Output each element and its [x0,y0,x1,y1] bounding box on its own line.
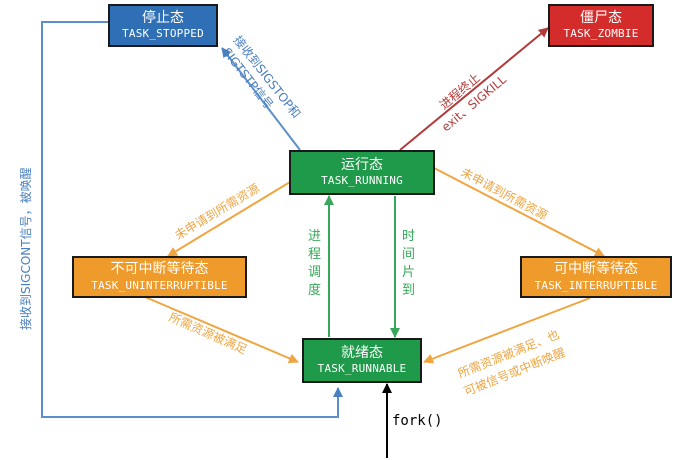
edge-stopped-to-runnable [41,21,343,418]
label-wait-right: 未申请到所需资源 [459,165,550,222]
state-running-cn: 运行态 [341,156,383,173]
edge-interruptible-to-runnable [423,297,591,364]
edge-running-to-uninterruptible [167,181,291,257]
state-interruptible-en: TASK_INTERRUPTIBLE [534,278,658,292]
edge-uninterruptible-to-runnable [144,296,299,364]
state-stopped: 停止态 TASK_STOPPED [108,4,218,47]
state-uninterruptible-cn: 不可中断等待态 [110,261,209,278]
state-running-en: TASK_RUNNING [321,174,403,188]
timeslice-label-text: 时间片到 [402,229,415,298]
state-stopped-en: TASK_STOPPED [122,27,204,41]
state-stopped-cn: 停止态 [142,9,184,26]
state-interruptible-cn: 可中断等待态 [554,261,638,278]
edge-running-to-zombie [399,27,549,151]
state-runnable: 就绪态 TASK_RUNNABLE [302,338,422,383]
label-resource-ok-left: 所需资源被满足 [167,310,249,357]
state-runnable-en: TASK_RUNNABLE [317,362,407,376]
label-wait-left: 未申请到所需资源 [172,181,262,242]
state-runnable-cn: 就绪态 [341,344,383,361]
label-fork: fork() [392,413,443,429]
state-interruptible: 可中断等待态 TASK_INTERRUPTIBLE [520,256,672,298]
label-sigcont: 接收到SIGCONT信号，被唤醒 [18,167,33,330]
schedule-label-text: 进程调度 [308,229,321,298]
state-uninterruptible-en: TASK_UNINTERRUPTIBLE [91,278,228,292]
state-zombie-cn: 僵尸态 [580,9,622,26]
label-timeslice: 时间片到 [402,229,415,298]
edge-running-to-interruptible [433,167,605,257]
state-zombie: 僵尸态 TASK_ZOMBIE [548,4,654,47]
state-running: 运行态 TASK_RUNNING [289,150,435,195]
label-schedule: 进程调度 [308,229,321,298]
state-zombie-en: TASK_ZOMBIE [563,27,639,41]
state-uninterruptible: 不可中断等待态 TASK_UNINTERRUPTIBLE [72,256,247,298]
edge-running-to-stopped [221,47,301,151]
